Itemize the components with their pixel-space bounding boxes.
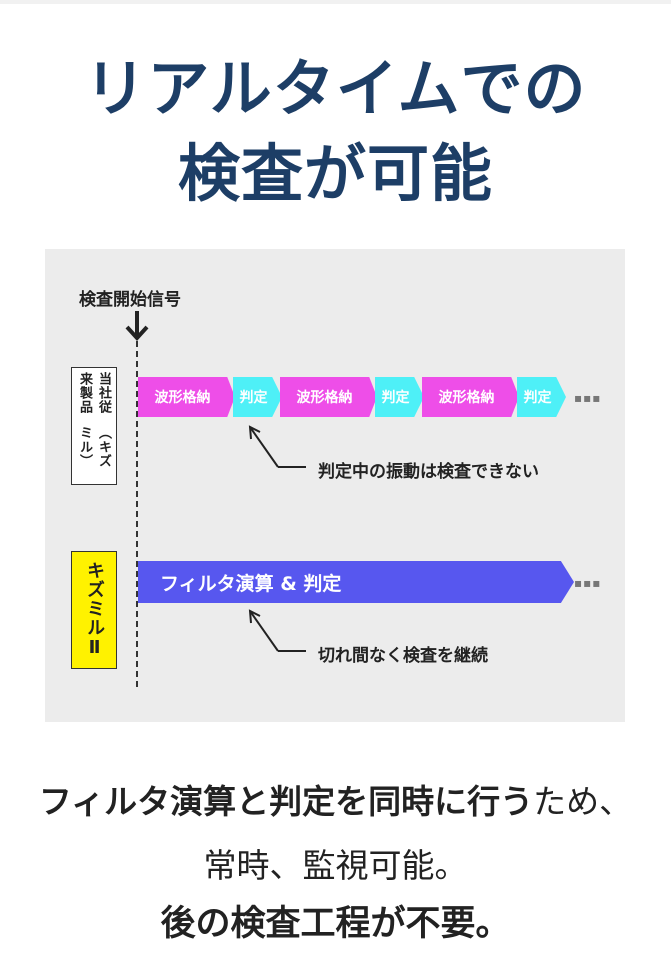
footer-line2: 常時、監視可能。	[203, 846, 468, 885]
footer-line3: 後の検査工程が不要。	[160, 904, 511, 944]
old-note: 判定中の振動は検査できない	[318, 462, 539, 482]
new-note-pointer	[248, 609, 306, 652]
new-process-bar: フィルタ演算 & 判定	[138, 561, 574, 603]
footer-line1-bold: フィルタ演算と判定を同時に行う	[38, 782, 534, 821]
headline-line2: 検査が可能	[177, 137, 493, 210]
inspection-diagram: 検査開始信号 当社従来製品 （キズミル） 波形格納判定波形格納判定波形格納判定 …	[45, 249, 625, 722]
waveform-storage-segment: 波形格納	[138, 377, 235, 417]
start-signal-label: 検査開始信号	[79, 290, 181, 310]
judgment-segment: 判定	[375, 377, 424, 417]
headline-line1: リアルタイムでの	[84, 52, 587, 125]
footer-line1-rest: ため、	[533, 782, 633, 821]
new-process-label: フィルタ演算 & 判定	[160, 572, 342, 595]
judgment-segment: 判定	[233, 377, 282, 417]
old-product-brand: （キズミル）	[77, 426, 111, 468]
start-signal-line	[136, 341, 138, 687]
old-product-label: 当社従来製品 （キズミル）	[71, 367, 117, 485]
new-product-label: キズミルⅡ	[71, 551, 117, 669]
old-product-name: 当社従来製品	[77, 372, 111, 414]
waveform-storage-segment: 波形格納	[422, 377, 519, 417]
top-divider	[0, 0, 671, 4]
new-note: 切れ間なく検査を継続	[318, 646, 488, 666]
new-sequence-continuation: ▪▪▪	[574, 576, 602, 590]
old-sequence-continuation: ▪▪▪	[574, 391, 602, 405]
down-arrow-icon	[125, 311, 149, 341]
footer-line1: フィルタ演算と判定を同時に行うため、	[0, 782, 671, 822]
waveform-storage-segment: 波形格納	[280, 377, 377, 417]
old-note-pointer	[248, 425, 306, 468]
judgment-segment: 判定	[517, 377, 566, 417]
